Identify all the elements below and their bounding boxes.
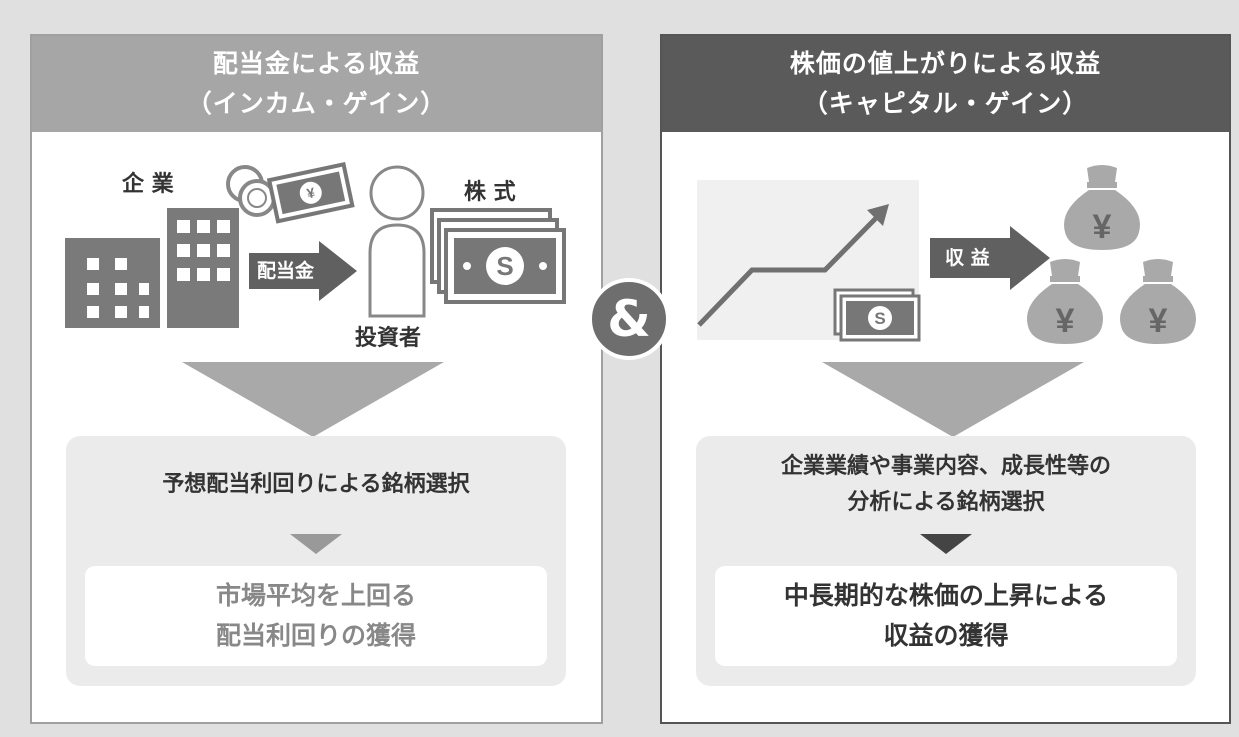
profit-arrow-icon	[930, 226, 1050, 290]
dividend-result-line1: 市場平均を上回る	[215, 581, 416, 610]
capital-gain-header: 株価の値上がりによる収益 （キャピタル・ゲイン）	[662, 36, 1229, 132]
dividend-result-line2: 配当利回りの獲得	[215, 621, 416, 650]
left-result-box: 市場平均を上回る 配当利回りの獲得	[85, 566, 547, 666]
company-label: 企 業	[122, 172, 174, 197]
profit-arrow-label: 収 益	[945, 247, 990, 269]
analysis-selection-line1: 企業業績や事業内容、成長性等の	[780, 454, 1111, 479]
money-bag-icon: ¥	[1027, 259, 1103, 344]
income-gain-title: 配当金による収益	[212, 49, 421, 78]
dividend-arrow-label: 配当金	[257, 260, 315, 282]
capital-gain-panel: 株価の値上がりによる収益 （キャピタル・ゲイン） S 収 益 ¥ ¥ ¥	[660, 34, 1231, 724]
income-gain-subtitle: （インカム・ゲイン）	[186, 89, 447, 118]
banknote-yen-symbol: ¥	[305, 184, 316, 201]
bag-yen-symbol: ¥	[1149, 302, 1168, 340]
right-small-arrow	[920, 534, 972, 554]
right-flow-arrow	[822, 362, 1084, 437]
capital-result-line1: 中長期的な株価の上昇による	[783, 581, 1109, 610]
stock-label: 株 式	[464, 180, 516, 205]
ampersand-badge: &	[588, 278, 670, 360]
coins-banknote-icon: ¥	[226, 162, 355, 224]
bag-yen-symbol: ¥	[1056, 302, 1075, 340]
left-selection-box: 予想配当利回りによる銘柄選択 市場平均を上回る 配当利回りの獲得	[66, 436, 566, 686]
money-bag-icon: ¥	[1064, 165, 1140, 250]
company-buildings-icon	[65, 208, 239, 328]
income-gain-panel: 配当金による収益 （インカム・ゲイン） 企 業 ¥ 配当金	[30, 34, 603, 724]
income-gain-header: 配当金による収益 （インカム・ゲイン）	[32, 36, 601, 132]
dividend-arrow-icon	[249, 241, 357, 301]
capital-gain-title: 株価の値上がりによる収益	[789, 49, 1102, 78]
capital-gain-subtitle: （キャピタル・ゲイン）	[802, 89, 1089, 118]
stock-banknotes-icon: S	[430, 208, 566, 304]
left-flow-arrow	[182, 362, 444, 437]
investor-label: 投資者	[355, 326, 422, 351]
right-result-box: 中長期的な株価の上昇による 収益の獲得	[715, 566, 1177, 666]
right-selection-box: 企業業績や事業内容、成長性等の 分析による銘柄選択 中長期的な株価の上昇による …	[696, 436, 1196, 686]
left-small-arrow	[290, 534, 342, 554]
investor-person-icon	[368, 165, 426, 318]
bag-yen-symbol: ¥	[1093, 208, 1112, 246]
chart-dollar-symbol: S	[874, 309, 885, 328]
analysis-selection-line2: 分析による銘柄選択	[847, 490, 1045, 515]
capital-result-line2: 収益の獲得	[883, 621, 1009, 650]
money-bag-icon: ¥	[1120, 259, 1196, 344]
dividend-selection-text: 予想配当利回りによる銘柄選択	[162, 472, 470, 497]
rising-price-chart-icon: S	[697, 180, 921, 342]
stock-dollar-symbol: S	[496, 251, 513, 281]
